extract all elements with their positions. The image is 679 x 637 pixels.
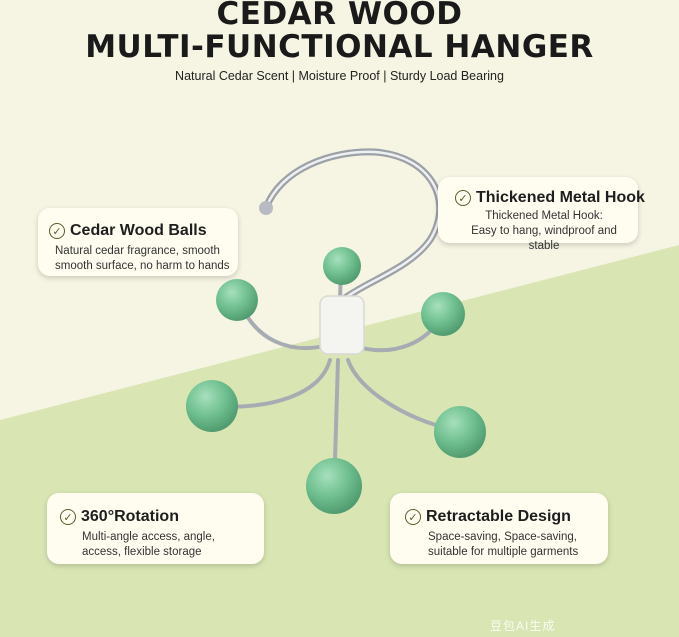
cedar-ball	[421, 292, 465, 336]
feature-title: ✓ 360°Rotation	[60, 508, 179, 526]
feature-desc: Natural cedar fragrance, smooth smooth s…	[55, 245, 230, 272]
check-icon: ✓	[60, 509, 76, 525]
feature-desc: Space-saving, Space-saving, suitable for…	[428, 531, 579, 558]
feature-title: ✓ Cedar Wood Balls	[49, 222, 207, 240]
cedar-ball	[306, 458, 362, 514]
check-icon: ✓	[49, 223, 65, 239]
hook-tip	[259, 201, 273, 215]
feature-card-cedar-balls	[38, 208, 238, 276]
feature-desc: Multi-angle access, angle, access, flexi…	[82, 531, 215, 558]
feature-desc: Thickened Metal Hook: Easy to hang, wind…	[471, 210, 617, 252]
cedar-ball	[323, 247, 361, 285]
feature-card-metal-hook	[438, 177, 638, 243]
ai-watermark: 豆包AI生成	[490, 619, 556, 633]
feature-title: ✓ Thickened Metal Hook	[455, 189, 645, 207]
cedar-ball	[216, 279, 258, 321]
title-line-1: CEDAR WOOD	[216, 0, 463, 32]
feature-title: ✓ Retractable Design	[405, 508, 571, 526]
check-icon: ✓	[455, 190, 471, 206]
subtitle: Natural Cedar Scent | Moisture Proof | S…	[175, 69, 504, 83]
feature-card-rotation	[47, 493, 264, 564]
arm-bottom	[333, 358, 340, 462]
feature-card-retractable	[390, 493, 608, 564]
cedar-ball	[186, 380, 238, 432]
swivel-block	[319, 295, 365, 355]
cedar-ball	[434, 406, 486, 458]
title-line-2: MULTI-FUNCTIONAL HANGER	[85, 29, 594, 65]
check-icon: ✓	[405, 509, 421, 525]
